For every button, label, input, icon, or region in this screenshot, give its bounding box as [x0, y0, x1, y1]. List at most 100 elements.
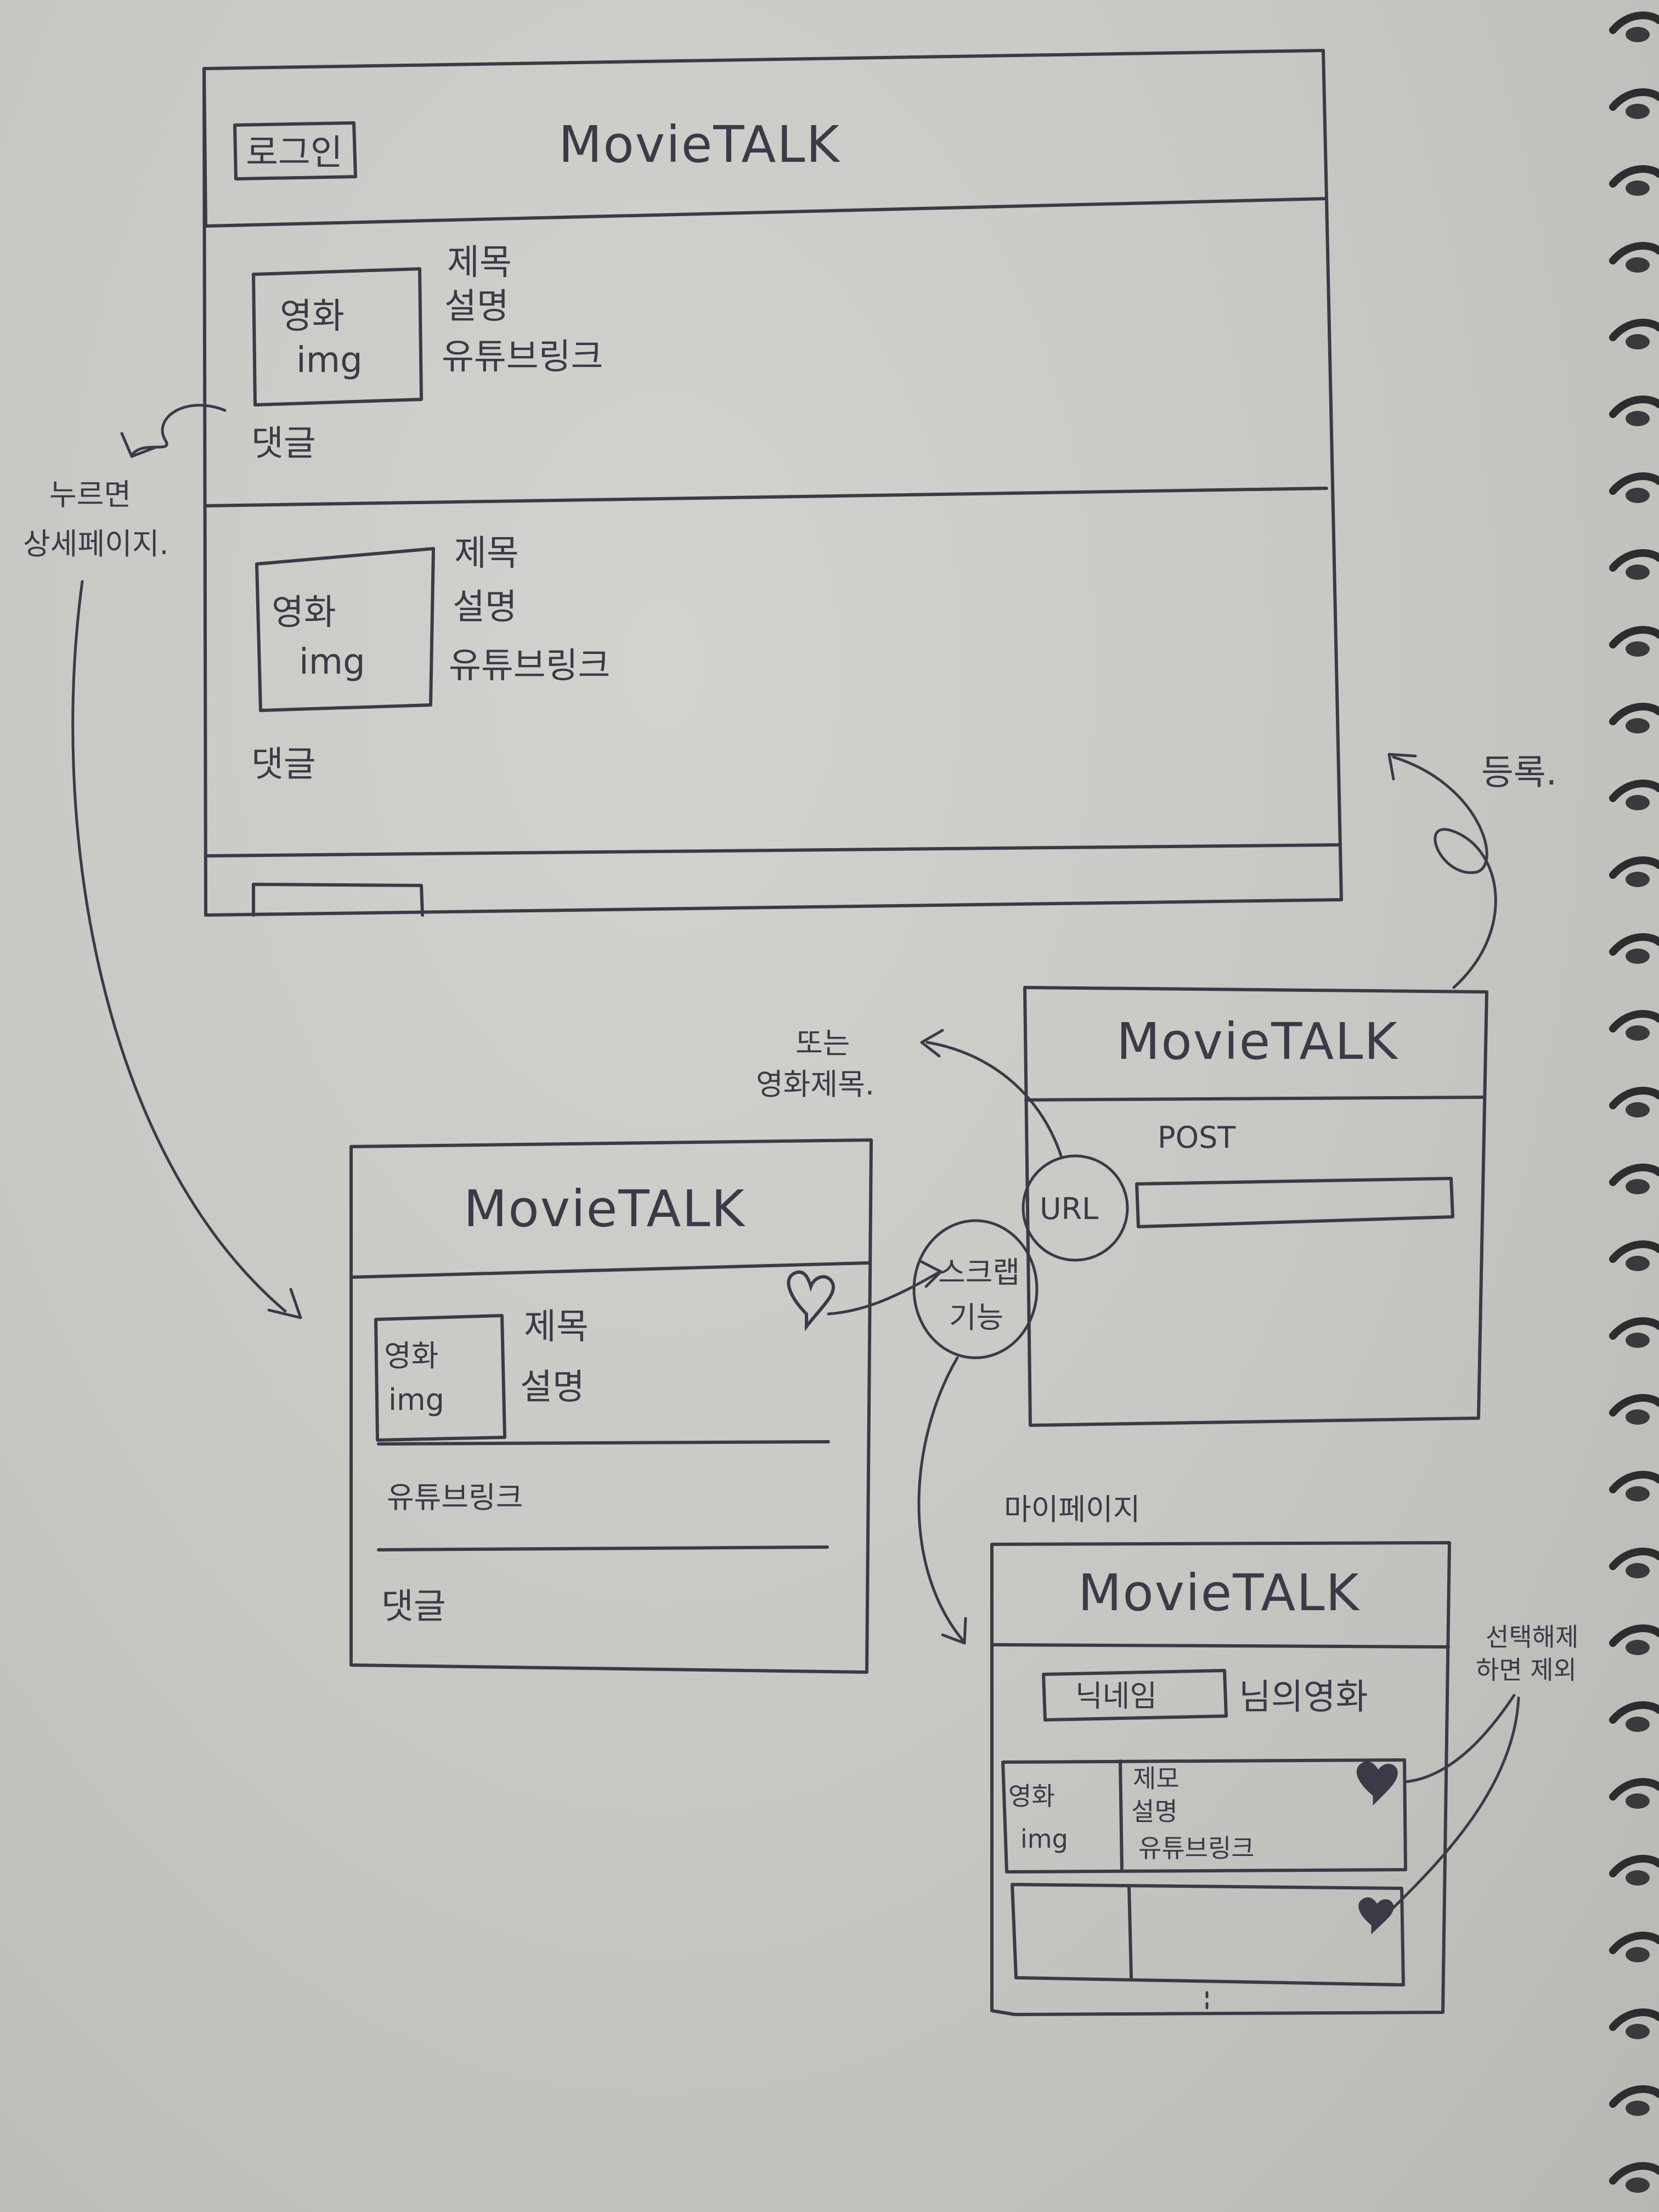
- arrow-to-main: [1392, 755, 1497, 989]
- binding-coil: [1609, 1240, 1659, 1263]
- scrapped-movie-item[interactable]: 영화 img 제모 설명 유튜브링크: [1001, 1758, 1407, 1874]
- spiral-binding: [1609, 12, 1659, 2193]
- binding-hole: [1626, 1256, 1650, 1271]
- detail-header-divider: [351, 1261, 871, 1279]
- mypage-brand-title: MovieTALK: [1078, 1564, 1361, 1622]
- nickname-badge[interactable]: 닉네임: [1042, 1669, 1228, 1722]
- movie-image-label: img: [296, 340, 363, 381]
- list-item-youtube-link: 유튜브링크: [1138, 1833, 1255, 1863]
- movie-image-label: 영화: [384, 1339, 438, 1373]
- binding-hole: [1626, 411, 1650, 426]
- binding-coil: [1609, 1932, 1659, 1954]
- arrowhead: [1387, 753, 1417, 781]
- binding-hole: [1626, 2024, 1650, 2039]
- binding-coil: [1609, 12, 1659, 34]
- login-button-label: 로그인: [246, 133, 343, 173]
- arrow-to-detail: [71, 580, 287, 1313]
- binding-hole: [1626, 257, 1650, 273]
- movie-image-box: [374, 1314, 506, 1442]
- detail-screen-wireframe: MovieTALK 영화 img 제목 설명 유튜브링크 댓글: [349, 1138, 873, 1674]
- movie-image-label: 영화: [280, 296, 345, 337]
- binding-hole: [1626, 1563, 1650, 1578]
- main-post-card[interactable]: 영화 img 제목 설명 유튜브링크 댓글: [251, 242, 603, 464]
- arrowhead: [920, 1029, 944, 1058]
- binding-coil: [1609, 2008, 1659, 2031]
- binding-hole: [1626, 795, 1650, 810]
- list-item-divider: [1127, 1884, 1133, 1979]
- arrow-heart-to-scrap: [827, 1271, 940, 1316]
- binding-hole: [1626, 872, 1650, 887]
- post-screen-wireframe: MovieTALK POST URL: [1022, 986, 1488, 1427]
- binding-coil: [1609, 1317, 1659, 1340]
- annotation-line: [1389, 1696, 1520, 1912]
- post-description: 설명: [453, 587, 517, 628]
- list-item-title: 제모: [1133, 1764, 1180, 1793]
- binding-coil: [1609, 88, 1659, 111]
- post-heading: POST: [1158, 1120, 1236, 1155]
- mypage-screen-wireframe: 마이페이지 MovieTALK 닉네임 님의영화 영화 img 제모 설명 유튜…: [990, 1492, 1578, 2016]
- detail-screen-frame: [349, 1138, 873, 1674]
- movie-image-box: [252, 267, 423, 407]
- annotation-text: 누르면: [49, 477, 131, 512]
- binding-coil: [1609, 1394, 1659, 1417]
- binding-coil: [1609, 2085, 1659, 2108]
- binding-coil: [1609, 396, 1659, 418]
- post-description: 설명: [444, 286, 509, 327]
- binding-coil: [1609, 856, 1659, 879]
- list-item-frame: [1001, 1758, 1407, 1874]
- binding-coil: [1609, 703, 1659, 725]
- binding-coil: [1609, 1701, 1659, 1724]
- annotation-text: 영화제목.: [756, 1067, 874, 1102]
- binding-coil: [1609, 1855, 1659, 1877]
- arrowhead: [941, 1617, 967, 1645]
- scrapped-movie-item[interactable]: [1011, 1883, 1405, 1987]
- binding-hole: [1626, 565, 1650, 580]
- nickname-suffix: 님의영화: [1239, 1677, 1368, 1718]
- binding-hole: [1626, 1179, 1650, 1194]
- list-item-frame: [1011, 1883, 1405, 1987]
- post-brand-title: MovieTALK: [1116, 1012, 1399, 1071]
- scrap-heart-icon[interactable]: [787, 1270, 836, 1331]
- annotation-text: 하면 제외: [1476, 1655, 1577, 1685]
- arrowhead: [120, 432, 156, 458]
- binding-hole: [1626, 1870, 1650, 1886]
- binding-hole: [1626, 641, 1650, 657]
- binding-coil: [1609, 626, 1659, 648]
- url-input[interactable]: [1135, 1177, 1454, 1228]
- binding-hole: [1626, 1947, 1650, 1962]
- movie-image-label: img: [299, 642, 365, 682]
- mypage-caption: 마이페이지: [1004, 1492, 1140, 1527]
- binding-hole: [1626, 104, 1650, 119]
- main-screen-wireframe: 로그인 MovieTALK 영화 img 제목 설명 유튜브링크 댓글 영화 i…: [202, 49, 1343, 917]
- post-comment: 댓글: [251, 424, 316, 464]
- nickname-label: 닉네임: [1075, 1679, 1157, 1713]
- login-button[interactable]: 로그인: [233, 121, 357, 180]
- binding-coil: [1609, 1778, 1659, 1801]
- movie-image-label: img: [1020, 1824, 1068, 1854]
- binding-coil: [1609, 1548, 1659, 1570]
- binding-hole: [1626, 27, 1650, 42]
- binding-hole: [1626, 949, 1650, 964]
- annotation-scrap: 스크랩 기능: [827, 1219, 1039, 1645]
- main-footer-button: [252, 883, 424, 917]
- detail-comment: 댓글: [381, 1587, 446, 1627]
- detail-brand-title: MovieTALK: [464, 1180, 746, 1238]
- binding-hole: [1626, 2177, 1650, 2193]
- binding-hole: [1626, 2101, 1650, 2116]
- arrow-scrap-to-mypage: [917, 1356, 964, 1642]
- post-title: 제목: [447, 242, 512, 283]
- detail-description: 설명: [520, 1367, 585, 1408]
- main-post-card[interactable]: 영화 img 제목 설명 유튜브링크 댓글: [251, 533, 610, 785]
- binding-coil: [1609, 549, 1659, 572]
- scrap-heart-icon[interactable]: [1356, 1761, 1398, 1806]
- post-youtube-link: 유튜브링크: [442, 337, 603, 377]
- annotation-text: 등록.: [1481, 753, 1557, 793]
- scrap-heart-icon[interactable]: [1358, 1897, 1394, 1935]
- annotation-text: 선택해제: [1486, 1622, 1578, 1652]
- binding-hole: [1626, 1793, 1650, 1809]
- binding-coil: [1609, 242, 1659, 264]
- binding-coil: [1609, 1164, 1659, 1186]
- arrowhead: [920, 1260, 943, 1288]
- arrowhead: [267, 1288, 302, 1319]
